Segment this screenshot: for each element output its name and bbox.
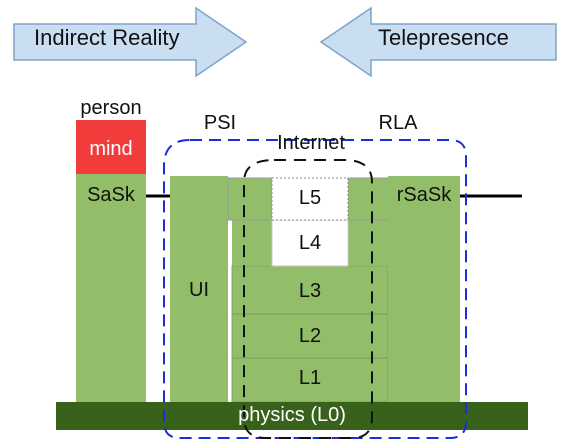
person-label: person — [80, 97, 142, 119]
mind-label: mind — [89, 138, 133, 160]
left-stack-tower — [232, 220, 272, 266]
layer-l5-block — [271, 177, 349, 221]
internet-label: Internet — [277, 132, 345, 154]
mind-block — [76, 120, 146, 174]
ui-label: UI — [189, 279, 209, 301]
layer-l3-block — [231, 265, 389, 315]
layer-l5-label: L5 — [298, 187, 322, 209]
telepresence-label: Telepresence — [378, 25, 509, 50]
layer-l1-label: L1 — [298, 367, 322, 389]
internet-boundary — [243, 159, 373, 439]
right-l5-cell — [347, 177, 393, 221]
person-column — [76, 174, 146, 402]
right-stack-tower — [348, 220, 388, 266]
rla-label: RLA — [378, 112, 418, 134]
left-l5-cell — [227, 177, 273, 221]
psi-rla-boundary — [163, 139, 467, 439]
indirect-reality-arrow — [13, 6, 248, 78]
layer-l3-label: L3 — [298, 280, 322, 302]
psi-label: PSI — [203, 112, 237, 134]
ui-column — [170, 176, 228, 402]
layer-l2-block — [231, 313, 389, 359]
rsask-label: rSaSk — [396, 184, 452, 206]
layer-l2-label: L2 — [298, 325, 322, 347]
indirect-reality-label: Indirect Reality — [34, 25, 180, 50]
layer-l4-label: L4 — [298, 232, 322, 254]
physics-label: physics (L0) — [238, 404, 346, 426]
rla-column — [388, 176, 460, 402]
telepresence-arrow — [319, 6, 557, 78]
sask-label: SaSk — [87, 184, 135, 206]
physics-base — [56, 402, 528, 430]
layer-l1-block — [231, 357, 389, 403]
